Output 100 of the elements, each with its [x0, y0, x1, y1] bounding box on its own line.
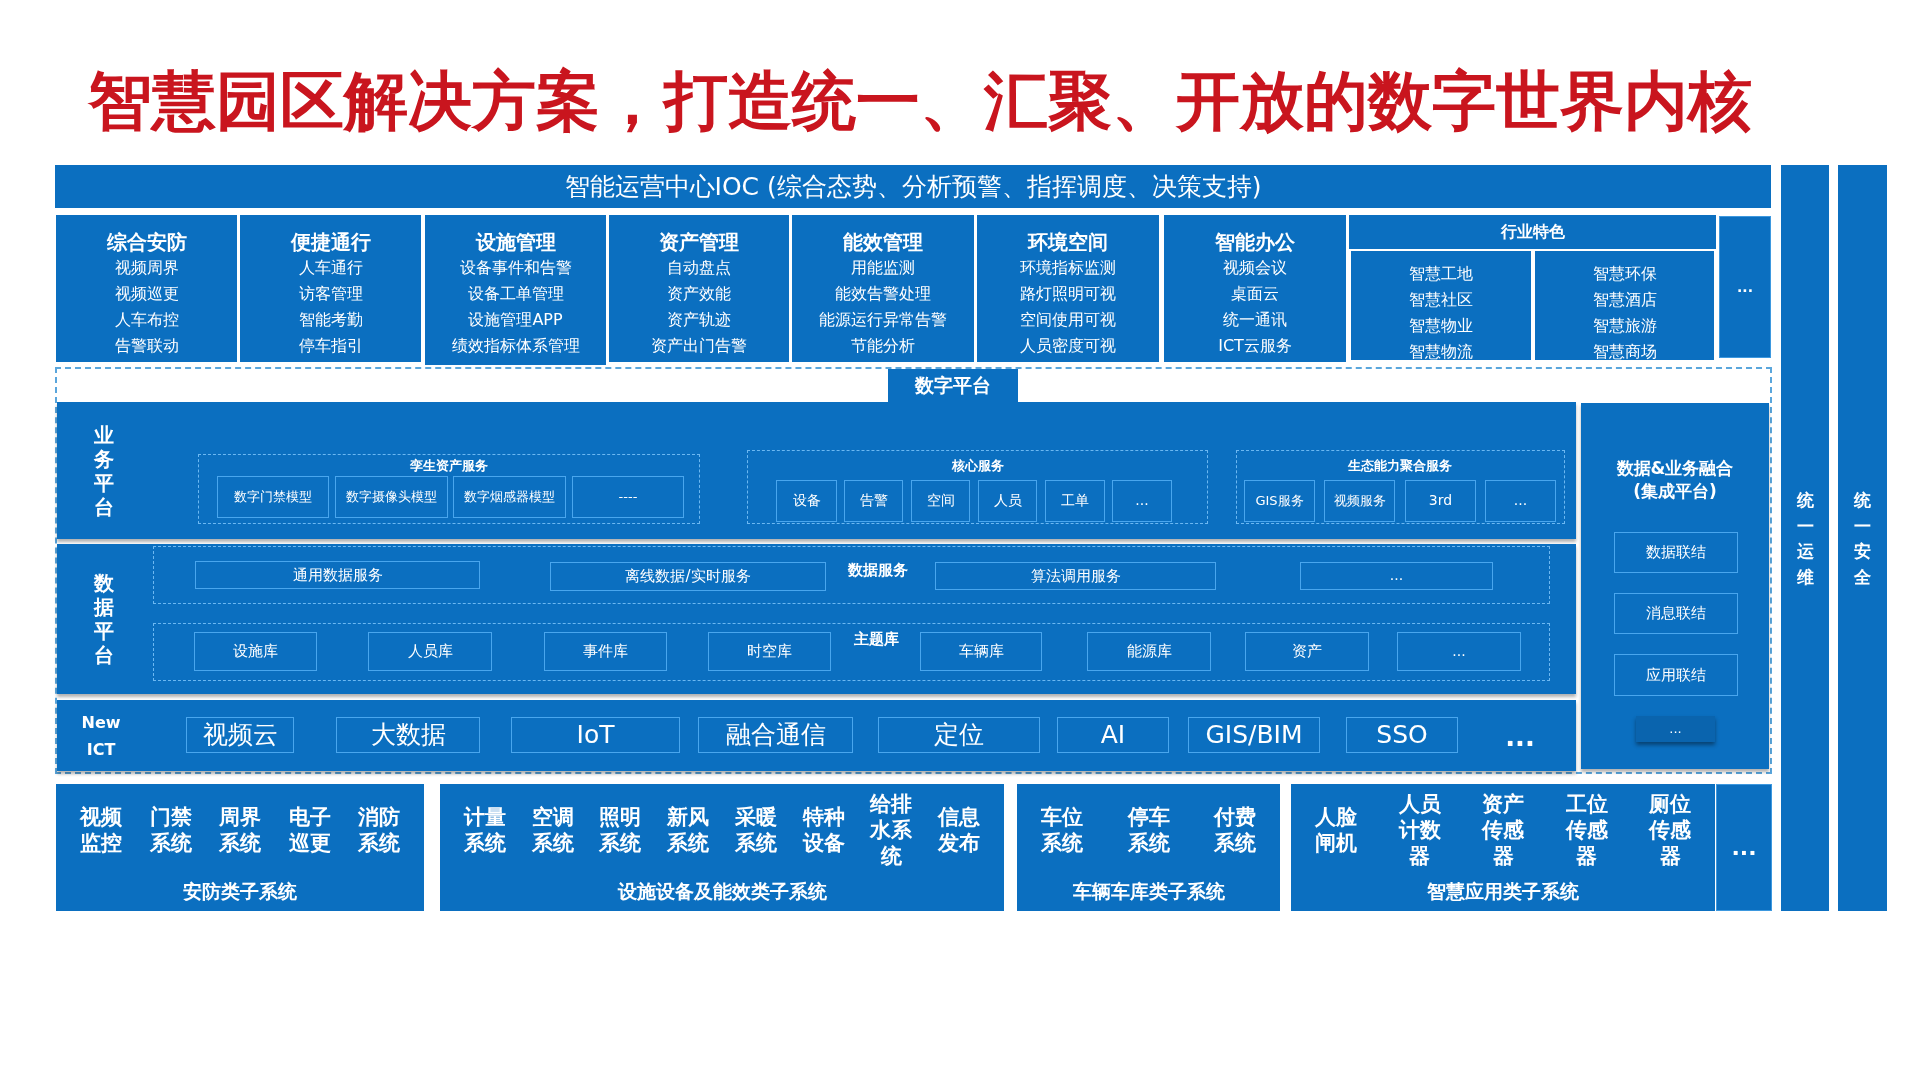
feature-item: 智慧酒店 — [1592, 289, 1657, 311]
group-label: 核心服务 — [952, 458, 1004, 474]
subsystem-heading: 车辆车库类子系统 — [1071, 879, 1226, 904]
subsystem-item: 新风系统 — [667, 804, 710, 856]
more-box — [1719, 216, 1771, 358]
feature-item: 智慧环保 — [1592, 263, 1657, 285]
service-label: IoT — [576, 721, 615, 749]
service-label: 数字摄像头模型 — [346, 489, 437, 505]
service-box — [1057, 717, 1169, 753]
dashed-service-group — [153, 623, 1550, 681]
feature-item: 能效告警处理 — [835, 283, 931, 305]
service-label: 数字门禁模型 — [234, 489, 312, 505]
application-card — [977, 215, 1159, 362]
card-heading: 综合安防 — [106, 229, 187, 255]
service-box — [335, 476, 448, 518]
service-box — [1087, 632, 1211, 671]
subsystem-panel — [1017, 784, 1280, 911]
service-label: 应用联结 — [1646, 666, 1706, 684]
service-box — [776, 480, 837, 522]
service-box — [1244, 480, 1315, 522]
service-box — [1614, 654, 1738, 696]
layer-label: 数据平台 — [94, 571, 114, 667]
top-banner — [55, 165, 1771, 208]
service-label: 告警 — [859, 493, 888, 509]
page-title: 智慧园区解决方案，打造统一、汇聚、开放的数字世界内核 — [88, 67, 1752, 135]
ellipsis-text: ... — [1731, 836, 1757, 859]
subsystem-item: 特种设备 — [802, 804, 845, 856]
layer-panel — [57, 700, 1576, 771]
banner-title: 智能运营中心IOC (综合态势、分析预警、指挥调度、决策支持) — [564, 171, 1262, 203]
feature-item: 节能分析 — [851, 335, 915, 357]
service-label: 时空库 — [747, 643, 792, 660]
service-box — [1300, 562, 1493, 590]
service-label: SSO — [1376, 721, 1428, 749]
card-heading: 设施管理 — [475, 229, 556, 255]
subsystem-panel — [56, 784, 424, 911]
service-box — [1324, 480, 1395, 522]
service-label: 数字烟感器模型 — [464, 489, 555, 505]
feature-item: 用能监测 — [851, 257, 915, 279]
service-box — [1346, 717, 1458, 753]
service-box — [920, 632, 1042, 671]
service-label: ... — [1513, 493, 1528, 509]
vertical-side-bar — [1781, 165, 1829, 911]
feature-item: 智慧旅游 — [1592, 315, 1657, 337]
more-box — [1716, 784, 1772, 911]
service-label: 3rd — [1428, 493, 1453, 509]
subsystem-item: 周界系统 — [219, 804, 261, 856]
application-card — [240, 215, 421, 362]
service-box — [1188, 717, 1320, 753]
card-heading: 资产管理 — [659, 229, 739, 255]
feature-item: 资产效能 — [667, 283, 731, 305]
category-heading: 行业特色 — [1499, 221, 1566, 243]
service-label: 车辆库 — [958, 643, 1004, 660]
service-box — [844, 480, 903, 522]
feature-item: 智慧物业 — [1409, 315, 1473, 337]
platform-tab: 数字平台 — [888, 369, 1018, 402]
application-card — [792, 215, 974, 362]
service-box — [194, 632, 317, 671]
subsystem-item: 车位系统 — [1041, 804, 1083, 856]
feature-item: 设备事件和告警 — [459, 257, 572, 279]
card-heading: 能效管理 — [843, 229, 923, 255]
service-box — [1245, 632, 1369, 671]
dashed-service-group — [153, 546, 1550, 604]
service-label: 视频云 — [202, 721, 278, 749]
service-label: 设施库 — [233, 643, 278, 660]
card-heading: 便捷通行 — [290, 229, 371, 255]
service-label: 融合通信 — [725, 721, 826, 749]
subsystem-item: 停车系统 — [1127, 804, 1170, 856]
service-box — [572, 476, 684, 518]
panel-heading: 数据&业务融合 (集成平台) — [1615, 457, 1735, 503]
feature-item: 智能考勤 — [298, 309, 363, 331]
vertical-side-bar — [1838, 165, 1887, 911]
application-card — [425, 215, 606, 365]
service-label: 算法调用服务 — [1030, 567, 1121, 585]
subsystem-item: 付费系统 — [1214, 804, 1256, 856]
feature-item: 桌面云 — [1231, 283, 1279, 305]
dashed-platform-frame — [55, 367, 1772, 774]
layer-label: 业务平台 — [94, 422, 114, 519]
service-label: GIS服务 — [1255, 493, 1304, 509]
feature-item: 视频会议 — [1223, 257, 1287, 279]
subsystem-heading: 设施设备及能效类子系统 — [616, 879, 828, 904]
layer-panel — [57, 402, 1576, 539]
group-label: 孪生资产服务 — [410, 458, 488, 474]
dashed-service-group — [1236, 450, 1565, 524]
subsystem-item: 门禁系统 — [149, 804, 192, 856]
service-label: ---- — [618, 489, 638, 505]
feature-item: 智慧社区 — [1409, 289, 1473, 311]
dashed-service-group — [747, 450, 1208, 524]
feature-item: 统一通讯 — [1223, 309, 1287, 331]
service-box — [878, 717, 1040, 753]
service-label: 工单 — [1061, 493, 1089, 509]
service-label: 视频服务 — [1333, 493, 1386, 509]
service-box — [935, 562, 1216, 590]
service-box — [911, 480, 970, 522]
service-box — [1045, 480, 1105, 522]
service-box — [336, 717, 480, 753]
group-label: 数据服务 — [848, 561, 908, 579]
side-label: 统一安全 — [1854, 489, 1871, 589]
subsystem-item: 给排水系统 — [870, 791, 913, 869]
subsystem-panel — [1291, 784, 1715, 911]
subsystem-item: 工位传感器 — [1565, 791, 1608, 869]
